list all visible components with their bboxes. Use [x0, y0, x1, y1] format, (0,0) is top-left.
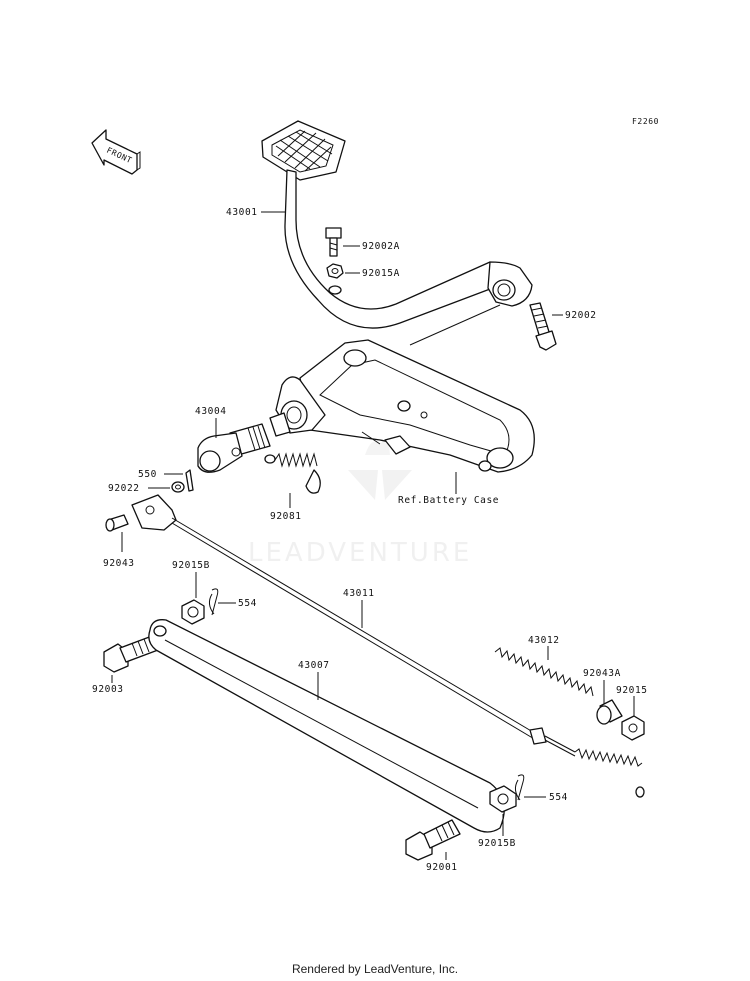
label-43004: 43004 [195, 406, 227, 417]
nut-92015-part [621, 715, 645, 741]
credit-line: Rendered by LeadVenture, Inc. [291, 962, 459, 976]
clevis-part [131, 494, 177, 531]
watermark-text: LEADVENTURE [248, 538, 472, 568]
bolt-92002a-part [325, 227, 342, 257]
label-554-upper: 554 [238, 598, 257, 609]
watermark-logo: LEADVENTURE [248, 439, 472, 568]
label-92043a: 92043A [583, 668, 621, 679]
label-554-lower: 554 [549, 792, 568, 803]
clip-554-lower-part [514, 774, 525, 801]
label-43007: 43007 [298, 660, 330, 671]
label-92022: 92022 [108, 483, 140, 494]
pin-92043-part [105, 514, 129, 532]
cotter-pin-550-part [185, 469, 194, 492]
battery-case-bracket [269, 339, 535, 473]
leader-lines [111, 211, 635, 860]
bolt-92001-part [405, 819, 461, 861]
label-43001: 43001 [226, 207, 258, 218]
spring-92081-part [264, 452, 321, 494]
label-43012: 43012 [528, 635, 560, 646]
label-92001: 92001 [426, 862, 458, 873]
label-550: 550 [138, 469, 157, 480]
label-92003: 92003 [92, 684, 124, 695]
label-43011: 43011 [343, 588, 375, 599]
front-arrow-icon: FRONT [91, 129, 141, 175]
clip-554-upper-part [208, 588, 219, 616]
link-bar-part [148, 619, 505, 833]
figure-code: F2260 [632, 117, 659, 126]
nut-92015a-part [326, 263, 344, 279]
label-92002a: 92002A [362, 241, 400, 252]
nut-92015b-lower-part [489, 785, 517, 813]
bolt-92002-part [529, 302, 557, 351]
pedal-shaft-part [197, 423, 271, 473]
reference-note: Ref.Battery Case [398, 495, 499, 506]
label-92043: 92043 [103, 558, 135, 569]
nut-92015b-upper-part [181, 599, 205, 625]
label-92015b-lower: 92015B [478, 838, 516, 849]
washer-92022-part [171, 481, 185, 493]
part-labels: 43001 92002A 92015A 92002 43004 550 9202… [92, 207, 648, 873]
joint-92043a-part [596, 699, 623, 725]
rod-spring-43012-part [494, 647, 594, 697]
label-92015: 92015 [616, 685, 648, 696]
label-92015a: 92015A [362, 268, 400, 279]
brake-rod-part [171, 517, 645, 798]
label-92081: 92081 [270, 511, 302, 522]
pedal-arm-part [261, 120, 533, 346]
label-92015b-upper: 92015B [172, 560, 210, 571]
label-92002: 92002 [565, 310, 597, 321]
